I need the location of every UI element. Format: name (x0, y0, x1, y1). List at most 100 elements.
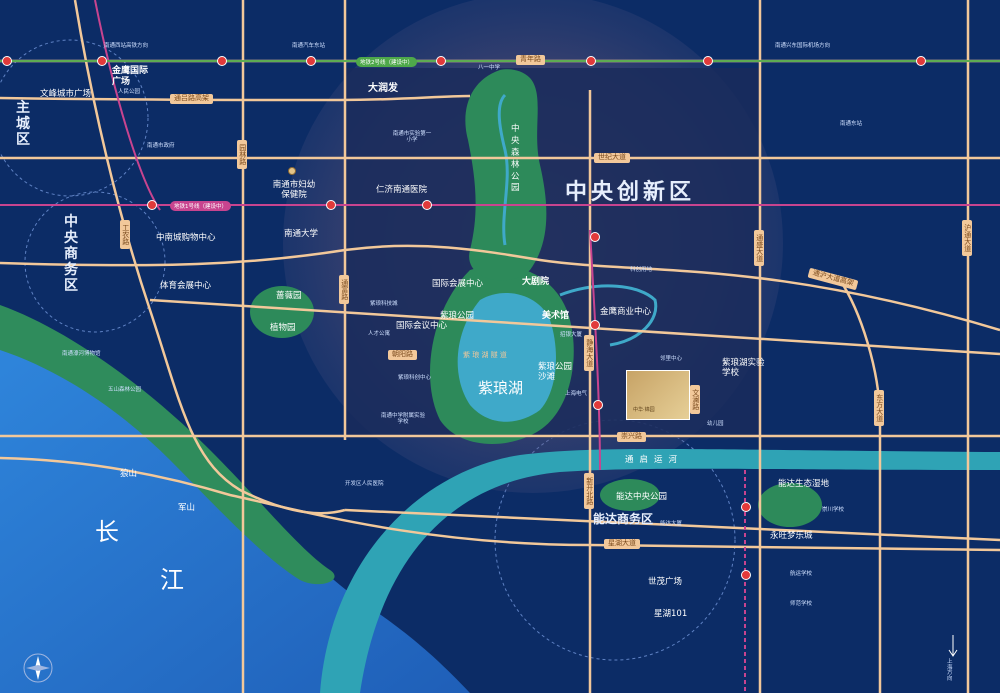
poi-shatan[interactable]: 紫琅公园沙滩 (538, 362, 573, 383)
poi-yuanshi-school[interactable]: 崇川学校 (822, 507, 845, 513)
road-hudu: 沪通大道 (962, 220, 972, 256)
poi-wulan[interactable]: 五山森林公园 (108, 387, 142, 393)
poi-huangjin[interactable]: 招银大厦 (560, 332, 583, 338)
metro-station-4[interactable] (306, 56, 316, 66)
poi-city-gov[interactable]: 南通市政府 (147, 143, 175, 149)
metro-station-1[interactable] (2, 56, 12, 66)
district-cbd: 中央商务区 (64, 214, 78, 295)
district-zhucheng: 主城区 (16, 100, 30, 149)
metro-station-9[interactable] (147, 200, 157, 210)
metro-station-2[interactable] (97, 56, 107, 66)
yangtze-label-1: 长 (95, 518, 119, 546)
poi-juyuan[interactable]: 蔷薇园 (276, 291, 302, 301)
poi-bangzhong[interactable]: 邻里中心 (660, 356, 683, 362)
station-bus-east: 南通汽车东站 (292, 43, 326, 49)
poi-shanghai-electric[interactable]: 上海电气 (565, 391, 588, 397)
station-shanghai: 上海方向 (947, 659, 953, 682)
poi-renmin[interactable]: 人民公园 (118, 89, 141, 95)
riverbank-green (0, 305, 335, 585)
poi-hanglan[interactable]: 航运学校 (790, 571, 813, 577)
station-nantong-west: 南通西站高铁方向 (104, 43, 149, 49)
poi-grand-theatre[interactable]: 大剧院 (522, 277, 550, 287)
metro-station-14[interactable] (593, 400, 603, 410)
poi-zhongnan[interactable]: 中南城购物中心 (156, 233, 216, 243)
road-tonglv: 通吕路高架 (170, 94, 213, 104)
cbd-circle (24, 191, 166, 333)
poi-hospital-dot (288, 167, 296, 175)
road-dongfang: 东方大道 (874, 390, 884, 426)
poi-tongzhou[interactable]: 南通大学 (284, 229, 319, 239)
poi-jinying-center[interactable]: 金鹰商业中心 (600, 307, 652, 317)
lake-label: 紫琅湖 (478, 379, 524, 397)
metro-station-7[interactable] (703, 56, 713, 66)
poi-plant-garden[interactable]: 植物园 (270, 323, 296, 333)
metro-station-16[interactable] (741, 570, 751, 580)
road-shiji: 世纪大道 (594, 153, 630, 163)
compass-icon (23, 653, 53, 683)
metro-station-11[interactable] (422, 200, 432, 210)
poi-gongyuan[interactable]: 紫琅公园 (440, 311, 475, 321)
poi-conference[interactable]: 国际会展中心 (432, 279, 484, 289)
poi-museum[interactable]: 南通濠河博物馆 (62, 351, 101, 357)
poi-hospital[interactable]: 南通市妇幼保健院 (272, 180, 316, 201)
poi-junshan[interactable]: 军山 (178, 503, 196, 513)
poi-nengda-tower[interactable]: 能达大厦 (660, 521, 683, 527)
station-airport: 南通兴东国际机场方向 (775, 43, 831, 49)
poi-kindergarten[interactable]: 幼儿园 (707, 421, 724, 427)
poi-nantong-middle[interactable]: 南通中学附属实验学校 (380, 413, 425, 425)
forest-stream (497, 93, 509, 246)
metro-line-1-south (589, 229, 601, 471)
metro-station-10[interactable] (326, 200, 336, 210)
poi-convention[interactable]: 国际会议中心 (396, 321, 448, 331)
metro-station-13[interactable] (590, 320, 600, 330)
poi-nengda-park[interactable]: 能达中央公园 (616, 492, 668, 502)
poi-shimao[interactable]: 世茂广场 (648, 577, 683, 587)
poi-langshan[interactable]: 狼山 (120, 469, 138, 479)
poi-bayi[interactable]: 八一中学 (478, 65, 501, 71)
poi-ecology[interactable]: 能达生态湿地 (778, 479, 830, 489)
poi-dadongfa[interactable]: 大润发 (368, 83, 398, 94)
poi-yongwang[interactable]: 永旺梦乐城 (770, 531, 813, 541)
metro-station-6[interactable] (586, 56, 596, 66)
road-qingnian: 青年路 (516, 55, 545, 65)
metro-line2-tag: 地铁2号线（建设中） (356, 57, 417, 67)
road-xinghu: 星湖大道 (604, 539, 640, 549)
poi-zilang-school[interactable]: 紫琅湖实验学校 (722, 358, 765, 379)
poi-tech-center[interactable]: 科创用地 (630, 267, 653, 273)
zhucheng-circle (0, 39, 149, 197)
road-chongxing: 崇兴路 (617, 432, 646, 442)
poi-renji[interactable]: 仁济南通医院 (376, 185, 428, 195)
metro-station-12[interactable] (590, 232, 600, 242)
poi-science-city[interactable]: 紫琅科技城 (370, 301, 398, 307)
poi-wenfeng[interactable]: 文峰城市广场 (40, 89, 92, 99)
poi-xinghu101[interactable]: 星湖101 (654, 609, 688, 619)
poi-teachers[interactable]: 师范学校 (790, 601, 813, 607)
district-nengda: 能达商务区 (593, 512, 654, 526)
metro-station-5[interactable] (436, 56, 446, 66)
project-logo[interactable]: 中华·锦园 (626, 370, 690, 420)
poi-sports[interactable]: 体育会展中心 (160, 281, 212, 291)
poi-kaifa-hospital[interactable]: 开发区人民医院 (345, 481, 384, 487)
road-tongsheng: 通盛大道 (754, 230, 764, 266)
nengda-park-green (600, 479, 660, 511)
metro-station-15[interactable] (741, 502, 751, 512)
forest-park-label: 中央森林公园 (511, 124, 520, 194)
metro-line1-tag: 地铁1号线（建设中） (170, 201, 231, 211)
metro-line-1-west (94, 0, 161, 211)
district-innovation: 中央创新区 (565, 180, 696, 205)
yangtze-label-2: 江 (160, 566, 184, 594)
road-tongfu: 通富路 (339, 275, 349, 304)
poi-first-school[interactable]: 南通市实验第一小学 (392, 131, 432, 143)
ecology-park (758, 483, 822, 527)
road-yuanlin: 园林路 (237, 140, 247, 169)
poi-jinying[interactable]: 金鹰国际广场 (112, 66, 149, 87)
poi-rencai[interactable]: 人才公寓 (368, 331, 391, 337)
poi-art-museum[interactable]: 美术馆 (542, 311, 570, 321)
metro-station-8[interactable] (916, 56, 926, 66)
metro-station-3[interactable] (217, 56, 227, 66)
road-jinghai: 静海大道 (584, 335, 594, 371)
project-name: 中华·锦园 (633, 407, 655, 413)
poi-science-center[interactable]: 紫琅科创中心 (398, 375, 432, 381)
